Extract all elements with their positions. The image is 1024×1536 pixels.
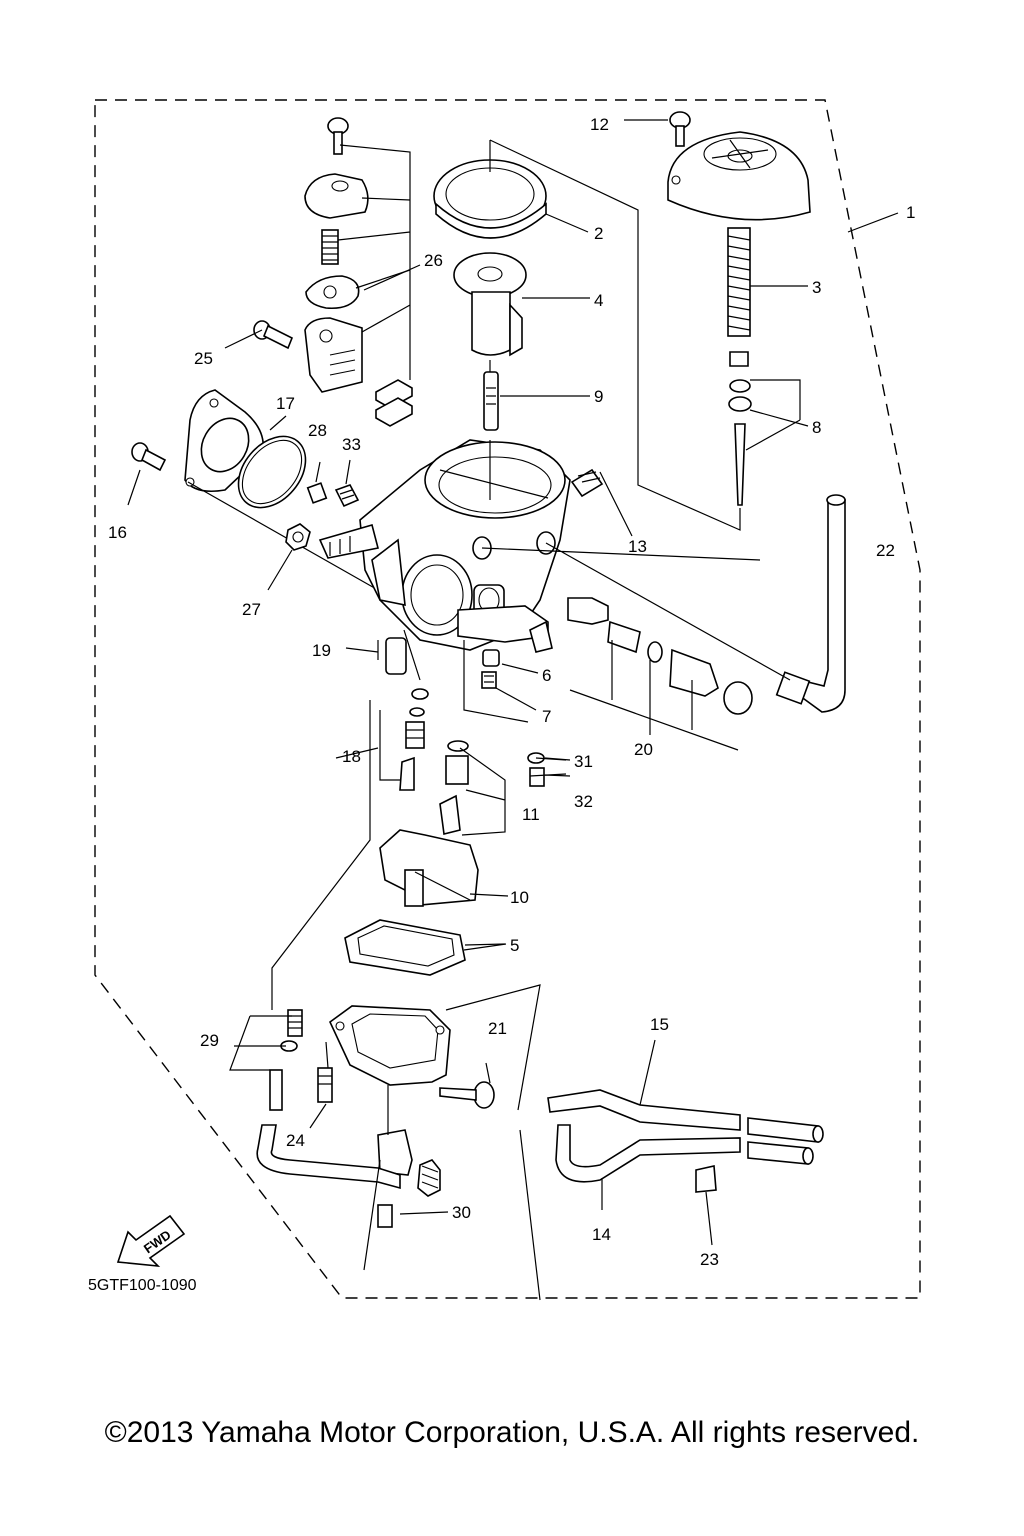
assembly-boundary [94,99,921,1299]
callout-5: 5 [510,936,519,955]
callout-28: 28 [308,421,327,440]
screw-21 [439,1081,495,1109]
needle-jet-9 [483,371,499,431]
callout-1: 1 [906,203,915,222]
callout-7: 7 [542,707,551,726]
callout-11: 11 [522,805,540,824]
bracket-symbol [375,379,413,427]
callout-labels: 1 2 3 4 5 6 7 8 9 10 11 12 13 14 15 16 1… [108,115,915,1269]
callout-9: 9 [594,387,603,406]
float-10 [379,829,479,907]
callout-16: 16 [108,523,127,542]
carburetor-body [318,439,571,653]
callout-23: 23 [700,1250,719,1269]
jet-19 [385,637,407,675]
screw-33 [334,484,360,508]
callout-2: 2 [594,224,603,243]
callout-17: 17 [276,394,295,413]
callout-8: 8 [812,418,821,437]
forward-arrow-icon: FWD [116,1214,186,1268]
callout-27: 27 [242,600,261,619]
cover-spring [321,229,339,265]
needle-set-8 [728,351,752,506]
callout-31: 31 [574,752,593,771]
callout-3: 3 [812,278,821,297]
callout-26: 26 [424,251,443,270]
callout-18: 18 [342,747,361,766]
screw-30 [377,1204,393,1228]
float-bowl-gasket-5 [344,919,466,976]
clip-23 [695,1165,717,1193]
cover-plate [305,275,360,310]
callout-14: 14 [592,1225,611,1244]
spring-29 [269,1009,303,1111]
callout-25: 25 [194,349,213,368]
top-screw [327,117,349,155]
drain-bracket [377,1129,441,1197]
o-ring-17 [237,435,307,509]
callout-21: 21 [488,1019,507,1038]
nut-27 [285,523,311,551]
screw-32 [529,767,545,787]
callout-30: 30 [452,1203,471,1222]
callout-6: 6 [542,666,551,685]
vacuum-piston-4 [453,252,527,357]
float-bowl [328,1005,451,1086]
callout-10: 10 [510,888,529,907]
callout-20: 20 [634,740,653,759]
callout-12: 12 [590,115,609,134]
copyright-notice: ©2013 Yamaha Motor Corporation, U.S.A. A… [104,1416,920,1449]
hose-15 [547,1089,824,1143]
needle-valve-11 [439,740,469,835]
callout-33: 33 [342,435,361,454]
drawing-code: 5GTF100-1090 [88,1277,197,1294]
callout-29: 29 [200,1031,219,1050]
callout-13: 13 [628,537,647,556]
pilot-screw-set-20 [567,597,753,715]
callout-32: 32 [574,792,593,811]
callout-15: 15 [650,1015,669,1034]
spring-3 [727,227,751,337]
callout-19: 19 [312,641,331,660]
throttle-lever-housing [304,317,363,393]
tube-22 [775,494,846,713]
callout-22: 22 [876,541,895,560]
hose-14 [555,1124,814,1183]
screw-24 [317,1067,333,1103]
callout-24: 24 [286,1131,305,1150]
screw-7 [481,671,497,689]
throttle-cover [304,173,369,219]
washer-set-18 [399,688,429,791]
plug-28 [306,482,328,504]
fitting-13 [570,468,604,498]
callout-4: 4 [594,291,603,310]
screw-16 [131,442,167,472]
screw-25 [253,320,294,350]
top-cover-1 [667,131,811,221]
screw-12 [669,111,691,147]
main-jet-6 [482,649,500,667]
diaphragm-ring-2 [433,159,547,239]
drain-tube [256,1124,401,1190]
